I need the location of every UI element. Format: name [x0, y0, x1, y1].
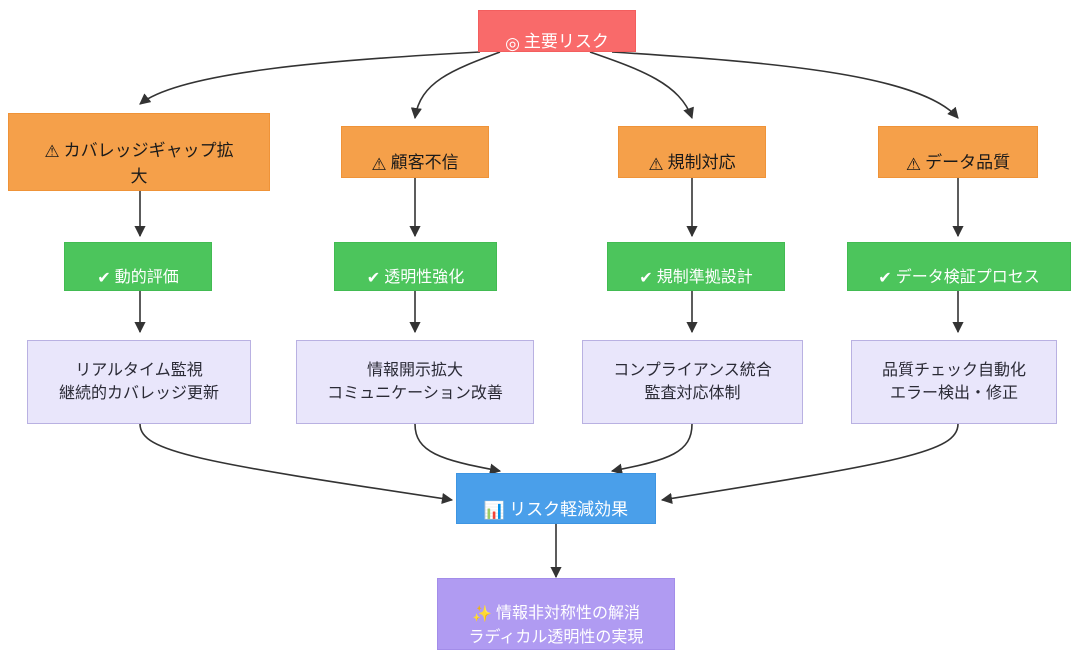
sparkles-icon: ✨: [472, 606, 492, 624]
node-measure-transparency-label: 透明性強化: [384, 268, 465, 286]
node-risk-distrust[interactable]: ⚠顧客不信: [341, 126, 489, 178]
node-measure-validation-label: データ検証プロセス: [895, 268, 1040, 286]
node-measure-validation[interactable]: ✔データ検証プロセス: [847, 242, 1071, 291]
target-icon: ◎: [505, 33, 520, 53]
edge-audit-to-effect: [610, 423, 693, 475]
check-icon: ✔: [639, 270, 653, 288]
node-detail-monitoring[interactable]: リアルタイム監視 継続的カバレッジ更新: [27, 340, 251, 424]
edge-root-to-regulation: [589, 51, 694, 120]
check-icon: ✔: [878, 270, 892, 288]
node-risk-mitigation-effect-label: リスク軽減効果: [509, 499, 629, 519]
node-detail-audit[interactable]: コンプライアンス統合 監査対応体制: [582, 340, 803, 424]
node-measure-compliance-label: 規制準拠設計: [656, 268, 753, 286]
node-risk-distrust-label: 顧客不信: [390, 153, 459, 173]
warning-icon: ⚠: [44, 142, 60, 162]
node-goal-outcome[interactable]: ✨情報非対称性の解消 ラディカル透明性の実現: [437, 578, 675, 650]
bar-chart-icon: 📊: [483, 501, 506, 521]
node-measure-dynamic-label: 動的評価: [114, 268, 179, 286]
node-measure-transparency[interactable]: ✔透明性強化: [334, 242, 497, 291]
node-main-risk[interactable]: ◎主要リスク: [478, 10, 636, 53]
warning-icon: ⚠: [905, 154, 922, 174]
edge-root-to-distrust: [410, 51, 501, 120]
edge-qualitycheck-to-effect: [660, 423, 959, 504]
node-detail-qualitycheck-label: 品質チェック自動化 エラー検出・修正: [881, 361, 1026, 402]
edge-disclosure-to-effect: [414, 423, 502, 475]
node-risk-regulation-label: 規制対応: [667, 153, 736, 173]
node-risk-regulation[interactable]: ⚠規制対応: [618, 126, 766, 178]
node-detail-monitoring-label: リアルタイム監視 継続的カバレッジ更新: [58, 361, 219, 402]
node-goal-outcome-label: 情報非対称性の解消 ラディカル透明性の実現: [468, 604, 644, 647]
warning-icon: ⚠: [648, 154, 664, 174]
node-risk-mitigation-effect[interactable]: 📊リスク軽減効果: [456, 473, 656, 524]
node-measure-compliance[interactable]: ✔規制準拠設計: [607, 242, 785, 291]
node-risk-dataquality[interactable]: ⚠データ品質: [878, 126, 1038, 178]
check-icon: ✔: [366, 270, 381, 288]
node-main-risk-label: 主要リスク: [523, 32, 609, 52]
node-detail-audit-label: コンプライアンス統合 監査対応体制: [613, 361, 772, 402]
node-detail-qualitycheck[interactable]: 品質チェック自動化 エラー検出・修正: [851, 340, 1057, 424]
node-risk-dataquality-label: データ品質: [925, 153, 1011, 173]
node-detail-disclosure-label: 情報開示拡大 コミュニケーション改善: [327, 361, 503, 402]
edge-root-to-coverage: [139, 51, 481, 105]
edge-root-to-dataquality: [611, 51, 959, 119]
warning-icon: ⚠: [371, 154, 387, 174]
check-icon: ✔: [97, 270, 111, 288]
node-measure-dynamic[interactable]: ✔動的評価: [64, 242, 212, 291]
edge-monitoring-to-effect: [139, 423, 454, 505]
node-risk-coverage[interactable]: ⚠カバレッジギャップ拡 大: [8, 113, 270, 191]
node-detail-disclosure[interactable]: 情報開示拡大 コミュニケーション改善: [296, 340, 534, 424]
node-risk-coverage-label: カバレッジギャップ拡 大: [63, 141, 234, 186]
